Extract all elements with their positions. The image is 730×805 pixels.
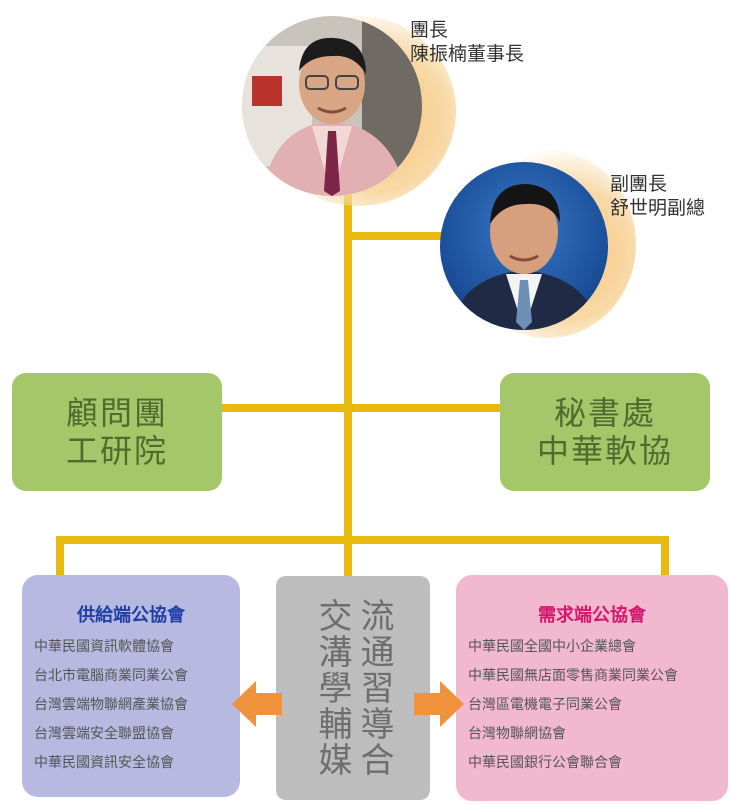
deputy-title: 副團長 [610, 173, 668, 195]
supply-item: 台灣雲端物聯網產業協會 [34, 697, 188, 713]
demand-item: 中華民國銀行公會聯合會 [468, 755, 622, 771]
middle-branch-line [220, 404, 505, 412]
drop-right-line [661, 536, 669, 580]
head-photo [242, 16, 422, 196]
secretariat-line1: 秘書處 [553, 394, 656, 432]
head-name: 陳振楠董事長 [410, 43, 525, 65]
secretariat-box: 秘書處 中華軟協 [500, 373, 710, 491]
center-col-right: 流通習導合 [354, 598, 394, 778]
deputy-photo-group [432, 150, 636, 340]
advisory-line2: 工研院 [65, 432, 168, 470]
demand-panel: 需求端公協會 中華民國全國中小企業總會 中華民國無店面零售商業同業公會 台灣區電… [456, 575, 728, 801]
demand-item: 台灣區電機電子同業公會 [468, 697, 622, 713]
demand-title: 需求端公協會 [538, 605, 646, 626]
drop-center-line [344, 536, 352, 580]
supply-title: 供給端公協會 [77, 605, 185, 626]
head-photo-group [232, 8, 462, 208]
head-title: 團長 [410, 19, 449, 41]
center-box: 流通習導合 交溝學輔媒 [276, 576, 430, 800]
deputy-photo [440, 162, 608, 330]
head-caption: 團長陳振楠董事長 [410, 18, 524, 66]
supply-list: 中華民國資訊軟體協會 台北市電腦商業同業公會 台灣雲端物聯網產業協會 台灣雲端安… [34, 633, 188, 778]
deputy-branch-line [344, 232, 454, 240]
center-col-left: 交溝學輔媒 [312, 598, 352, 778]
portrait-deputy-icon [440, 162, 608, 330]
supply-item: 中華民國資訊安全協會 [34, 755, 174, 771]
supply-item: 台灣雲端安全聯盟協會 [34, 726, 174, 742]
drop-left-line [56, 536, 64, 580]
arrow-left-icon [232, 681, 282, 727]
advisory-line1: 顧問團 [65, 394, 168, 432]
demand-item: 中華民國全國中小企業總會 [468, 639, 636, 655]
trunk-line-top [344, 188, 352, 540]
demand-item: 台灣物聯網協會 [468, 726, 566, 742]
demand-item: 中華民國無店面零售商業同業公會 [468, 668, 678, 684]
demand-list: 中華民國全國中小企業總會 中華民國無店面零售商業同業公會 台灣區電機電子同業公會… [468, 633, 678, 778]
supply-item: 台北市電腦商業同業公會 [34, 668, 188, 684]
supply-panel: 供給端公協會 中華民國資訊軟體協會 台北市電腦商業同業公會 台灣雲端物聯網產業協… [22, 575, 240, 797]
supply-item: 中華民國資訊軟體協會 [34, 639, 174, 655]
secretariat-line2: 中華軟協 [536, 432, 673, 470]
advisory-box: 顧問團 工研院 [12, 373, 222, 491]
deputy-caption: 副團長舒世明副總 [610, 172, 705, 220]
bottom-bar-line [56, 536, 669, 544]
arrow-right-icon [414, 681, 464, 727]
deputy-name: 舒世明副總 [610, 197, 706, 219]
portrait-head-icon [242, 16, 422, 196]
